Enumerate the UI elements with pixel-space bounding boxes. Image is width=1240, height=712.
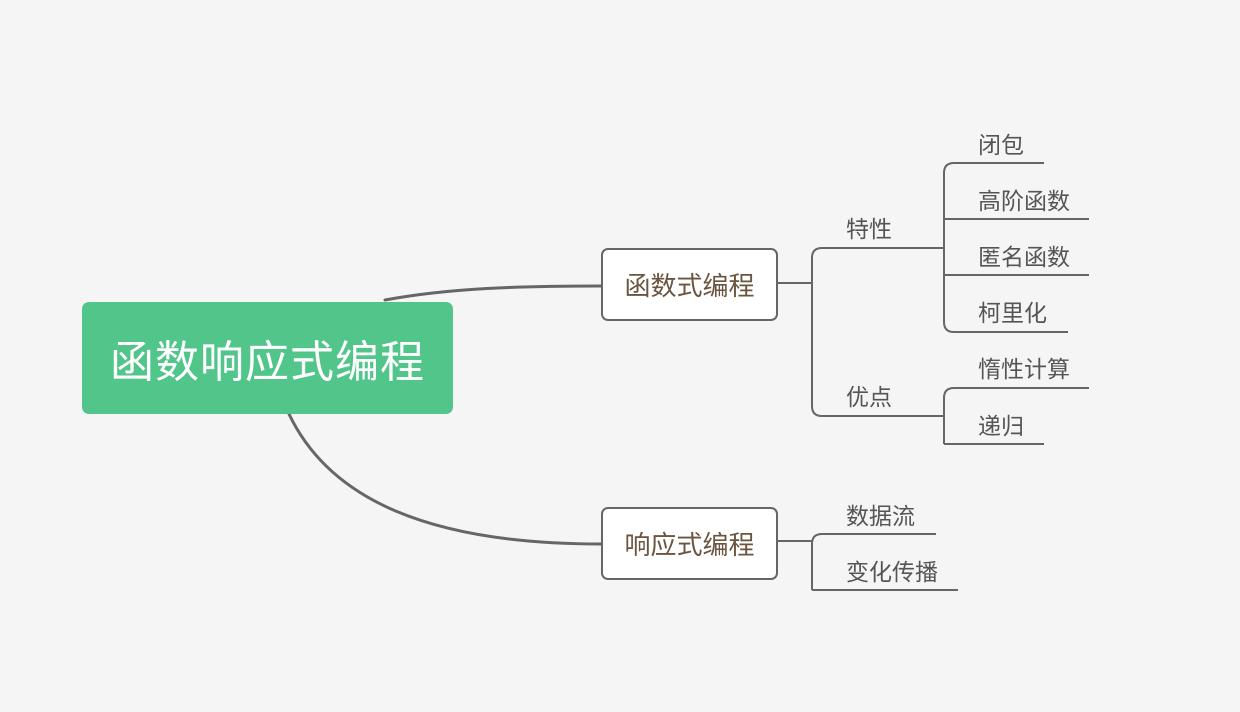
root-node[interactable]: 函数响应式编程: [82, 302, 453, 414]
leaf-node-currying[interactable]: 柯里化: [978, 301, 1047, 327]
connector-features-leaves: [943, 162, 955, 333]
leaf-node-anonymous[interactable]: 匿名函数: [978, 245, 1070, 271]
connector-functional-children: [778, 247, 823, 417]
group-node-advantages[interactable]: 优点: [846, 385, 892, 411]
connector-reactive-children: [778, 533, 823, 590]
leaf-node-dataflow[interactable]: 数据流: [846, 504, 915, 530]
connector-root-reactive: [287, 412, 603, 546]
root-node-label: 函数响应式编程: [110, 337, 425, 388]
connector-advantages-leaves: [943, 387, 955, 444]
leaf-node-lazy[interactable]: 惰性计算: [978, 357, 1070, 383]
group-node-features[interactable]: 特性: [846, 217, 892, 243]
branch-node-reactive[interactable]: 响应式编程: [601, 507, 778, 580]
leaf-node-propagation[interactable]: 变化传播: [846, 560, 938, 586]
leaf-node-recursion[interactable]: 递归: [978, 414, 1024, 440]
connector-root-functional: [383, 284, 603, 302]
leaf-node-higher-order[interactable]: 高阶函数: [978, 189, 1070, 215]
branch-node-functional[interactable]: 函数式编程: [601, 248, 778, 321]
leaf-node-closure[interactable]: 闭包: [978, 133, 1024, 159]
branch-node-label: 响应式编程: [624, 531, 755, 561]
branch-node-label: 函数式编程: [624, 272, 755, 302]
